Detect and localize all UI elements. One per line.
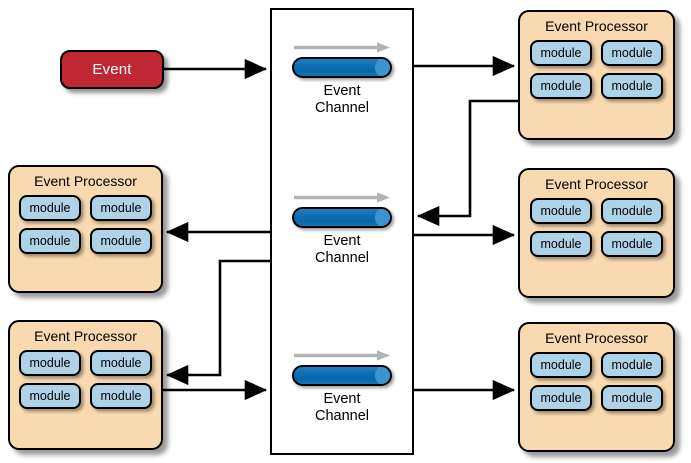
module-grid: module module module module (530, 352, 663, 411)
module-box[interactable]: module (19, 195, 81, 221)
event-channel-pipe (292, 207, 392, 228)
module-box[interactable]: module (530, 40, 592, 66)
flow-arrow-icon (294, 192, 390, 203)
processor-title: Event Processor (545, 176, 648, 192)
processor-title: Event Processor (545, 330, 648, 346)
module-box[interactable]: module (601, 198, 663, 224)
event-channel-label: Event Channel (314, 391, 369, 425)
module-grid: module module module module (19, 195, 152, 254)
module-box[interactable]: module (90, 195, 152, 221)
event-channel-pipe (292, 57, 392, 78)
module-box[interactable]: module (19, 383, 81, 409)
module-box[interactable]: module (530, 198, 592, 224)
module-box[interactable]: module (601, 40, 663, 66)
pipe-end-cap (375, 367, 390, 384)
module-box[interactable]: module (530, 231, 592, 257)
module-box[interactable]: module (19, 350, 81, 376)
event-channel-bottom[interactable]: Event Channel (272, 350, 412, 425)
pipe-end-cap (375, 59, 390, 76)
processor-middle-right[interactable]: Event Processor module module module mod… (518, 168, 675, 298)
flow-arrow-icon (294, 350, 390, 361)
event-channel-pipe (292, 365, 392, 386)
event-channel-top[interactable]: Event Channel (272, 42, 412, 117)
pipe-end-cap (375, 209, 390, 226)
processor-bottom-right[interactable]: Event Processor module module module mod… (518, 322, 675, 452)
event-channel-label: Event Channel (314, 233, 369, 267)
processor-middle-left[interactable]: Event Processor module module module mod… (8, 165, 163, 293)
module-box[interactable]: module (601, 385, 663, 411)
module-grid: module module module module (530, 40, 663, 99)
processor-title: Event Processor (34, 328, 137, 344)
event-channel-container: Event Channel Event Channel Event Channe… (270, 8, 414, 455)
module-box[interactable]: module (19, 228, 81, 254)
flow-arrow-icon (294, 42, 390, 53)
module-grid: module module module module (19, 350, 152, 409)
module-box[interactable]: module (530, 385, 592, 411)
module-box[interactable]: module (601, 73, 663, 99)
module-box[interactable]: module (90, 350, 152, 376)
event-node-label: Event (92, 61, 132, 78)
processor-top-right[interactable]: Event Processor module module module mod… (518, 10, 675, 140)
module-box[interactable]: module (90, 383, 152, 409)
processor-bottom-left[interactable]: Event Processor module module module mod… (8, 320, 163, 450)
module-box[interactable]: module (530, 73, 592, 99)
module-box[interactable]: module (90, 228, 152, 254)
module-box[interactable]: module (530, 352, 592, 378)
module-box[interactable]: module (601, 231, 663, 257)
processor-title: Event Processor (545, 18, 648, 34)
module-grid: module module module module (530, 198, 663, 257)
module-box[interactable]: module (601, 352, 663, 378)
event-channel-middle[interactable]: Event Channel (272, 192, 412, 267)
wire-top-right-to-middle-channel (416, 99, 518, 227)
event-node[interactable]: Event (60, 50, 164, 89)
processor-title: Event Processor (34, 173, 137, 189)
wire-middle-channel-to-bottom-left (165, 259, 270, 386)
event-channel-label: Event Channel (314, 83, 369, 117)
